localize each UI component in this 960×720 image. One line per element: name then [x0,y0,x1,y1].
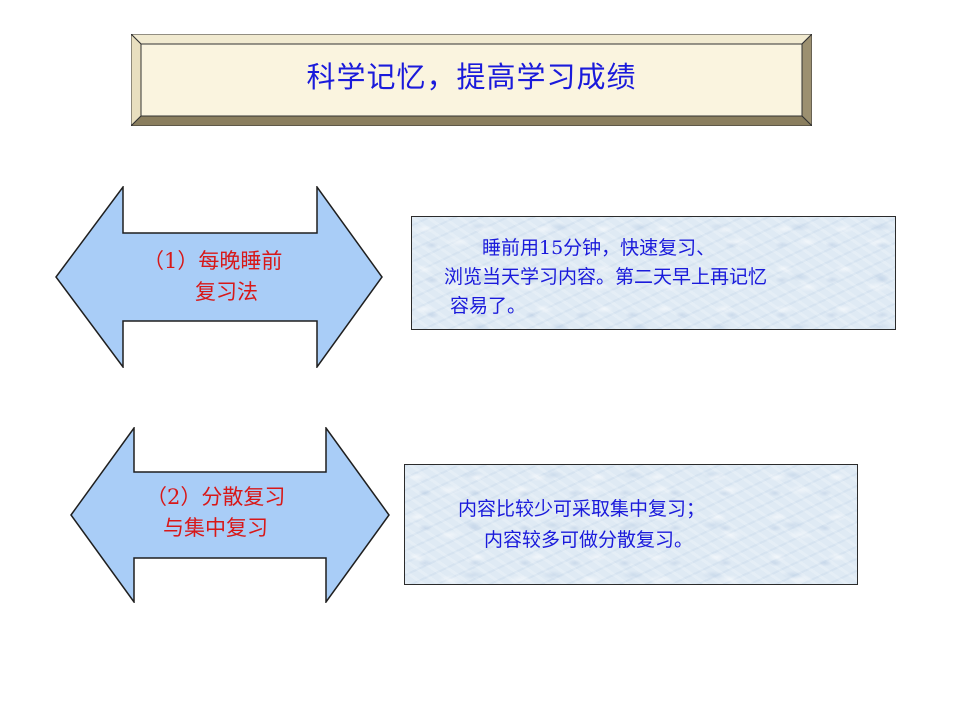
method-2-description-line-2: 内容较多可做分散复习。 [484,529,694,551]
method-2-description-line-1: 内容比较少可采取集中复习； [458,498,706,520]
method-2-label-line-1: （2）分散复习 [146,485,286,509]
plaque-bevel [131,34,812,126]
page-title: 科学记忆，提高学习成绩 [306,60,637,94]
double-arrow-icon [55,186,383,368]
method-2-label-line-2: 与集中复习 [163,516,268,540]
method-1-description-line-1: 睡前用15分钟，快速复习、 [482,237,716,259]
method-1-description-line-3: 容易了。 [450,295,527,317]
double-arrow-icon [70,427,390,603]
method-2-description-box: 内容比较少可采取集中复习； 内容较多可做分散复习。 [404,464,858,585]
title-plaque: 科学记忆，提高学习成绩 [131,34,812,126]
method-1-description-line-2: 浏览当天学习内容。第二天早上再记忆 [444,266,768,288]
method-1-label-line-2: 复习法 [195,280,258,304]
method-1-label-line-1: （1）每晚睡前 [143,249,283,273]
method-1-description-box: 睡前用15分钟，快速复习、 浏览当天学习内容。第二天早上再记忆 容易了。 [411,216,896,330]
method-1-arrow: （1）每晚睡前 复习法 [55,186,383,368]
method-2-arrow: （2）分散复习 与集中复习 [70,427,390,603]
